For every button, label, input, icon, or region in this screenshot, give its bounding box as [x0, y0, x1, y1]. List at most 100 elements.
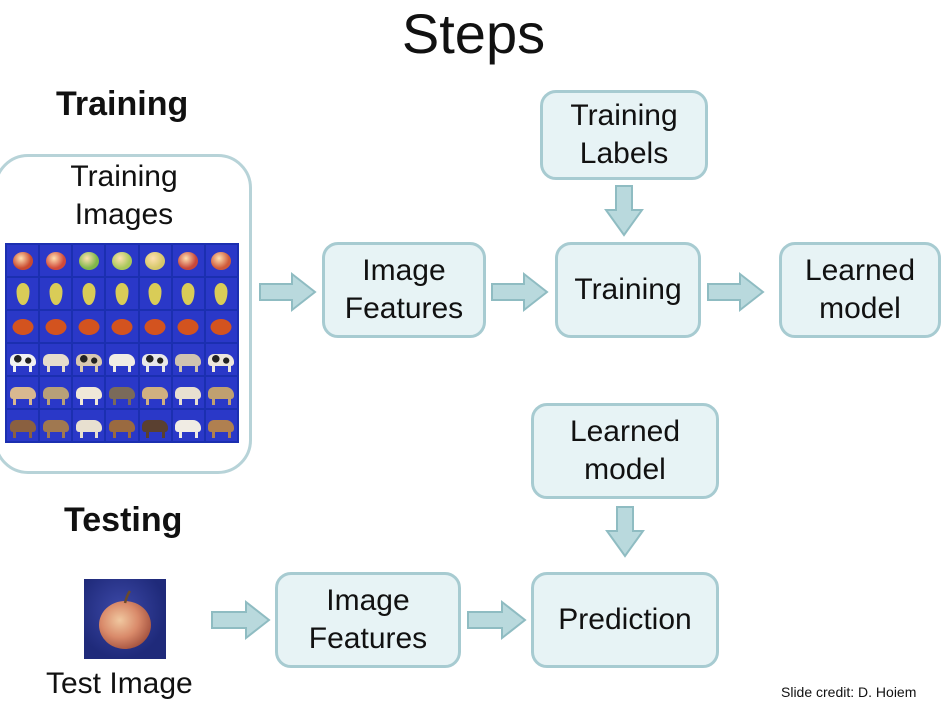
- dog-icon: [208, 386, 235, 405]
- leg-shape: [194, 364, 198, 372]
- training-image-thumbnail: [7, 344, 39, 375]
- cow-icon: [75, 353, 102, 372]
- tomato-icon: [78, 318, 100, 335]
- apple-icon: [178, 251, 199, 270]
- train-image-features-box: Image Features: [322, 242, 486, 338]
- training-image-thumbnail: [205, 410, 237, 441]
- leg-shape: [29, 364, 33, 372]
- tomato-icon: [12, 318, 34, 335]
- learned-model-box-test: Learned model: [531, 403, 719, 499]
- leg-shape: [62, 364, 66, 372]
- cow-icon: [175, 353, 202, 372]
- apple-icon: [78, 251, 99, 270]
- leg-shape: [13, 397, 17, 405]
- training-heading: Training: [56, 85, 189, 123]
- leg-shape: [112, 397, 116, 405]
- leg-shape: [194, 397, 198, 405]
- tomato-icon: [45, 318, 67, 335]
- horse-icon: [108, 419, 135, 438]
- pear-icon: [181, 282, 195, 305]
- horse-icon: [9, 419, 36, 438]
- training-image-thumbnail: [172, 245, 204, 276]
- dog-icon: [9, 386, 36, 405]
- leg-shape: [79, 430, 83, 438]
- slide-title: Steps: [401, 2, 546, 65]
- training-image-thumbnail: [106, 245, 138, 276]
- cow-icon: [108, 353, 135, 372]
- training-box: Training: [555, 242, 701, 338]
- training-image-thumbnail: [73, 344, 105, 375]
- pear-icon: [49, 282, 63, 305]
- leg-shape: [95, 430, 99, 438]
- training-image-thumbnail: [7, 377, 39, 408]
- leg-shape: [79, 397, 83, 405]
- apple-icon: [111, 251, 132, 270]
- pear-icon: [214, 282, 228, 305]
- apple-icon: [211, 251, 232, 270]
- leg-shape: [46, 430, 50, 438]
- leg-shape: [227, 364, 231, 372]
- arrow-right-icon: [491, 271, 549, 313]
- leg-shape: [128, 397, 132, 405]
- apple-icon: [45, 251, 66, 270]
- training-image-thumbnail: [172, 344, 204, 375]
- training-image-thumbnail: [139, 344, 171, 375]
- training-image-thumbnail: [73, 311, 105, 342]
- leg-shape: [62, 430, 66, 438]
- arrow-right-icon: [259, 271, 317, 313]
- cow-icon: [42, 353, 69, 372]
- dog-icon: [75, 386, 102, 405]
- leg-shape: [179, 430, 183, 438]
- training-image-thumbnail: [139, 245, 171, 276]
- leg-shape: [146, 397, 150, 405]
- pear-icon: [148, 282, 162, 305]
- training-image-thumbnail: [7, 311, 39, 342]
- training-image-thumbnail: [73, 278, 105, 309]
- apple-icon: [12, 251, 33, 270]
- training-images-label: Training Images: [70, 160, 178, 231]
- dog-icon: [42, 386, 69, 405]
- leg-shape: [212, 397, 216, 405]
- training-image-thumbnail: [139, 311, 171, 342]
- leg-shape: [161, 364, 165, 372]
- training-image-thumbnail: [73, 410, 105, 441]
- cow-icon: [142, 353, 169, 372]
- training-image-thumbnail: [40, 278, 72, 309]
- leg-shape: [194, 430, 198, 438]
- tomato-icon: [144, 318, 166, 335]
- training-image-thumbnail: [106, 311, 138, 342]
- arrow-right-icon: [707, 271, 765, 313]
- leg-shape: [62, 397, 66, 405]
- training-image-thumbnail: [205, 344, 237, 375]
- leg-shape: [227, 397, 231, 405]
- leg-shape: [46, 397, 50, 405]
- tomato-icon: [111, 318, 133, 335]
- training-image-thumbnail: [40, 311, 72, 342]
- arrow-right-icon: [211, 599, 271, 641]
- arrow-right-icon: [467, 599, 527, 641]
- horse-icon: [75, 419, 102, 438]
- arrow-down-icon: [605, 506, 645, 558]
- training-image-thumbnail: [205, 311, 237, 342]
- dog-icon: [142, 386, 169, 405]
- leg-shape: [146, 430, 150, 438]
- tomato-icon: [177, 318, 199, 335]
- training-images-grid: [5, 243, 239, 443]
- horse-icon: [142, 419, 169, 438]
- tomato-icon: [210, 318, 232, 335]
- dog-icon: [108, 386, 135, 405]
- leg-shape: [112, 364, 116, 372]
- leg-shape: [13, 430, 17, 438]
- leg-shape: [29, 397, 33, 405]
- horse-icon: [208, 419, 235, 438]
- leg-shape: [13, 364, 17, 372]
- training-image-thumbnail: [106, 344, 138, 375]
- prediction-box: Prediction: [531, 572, 719, 668]
- leg-shape: [95, 397, 99, 405]
- pear-icon: [82, 282, 96, 305]
- training-image-thumbnail: [106, 278, 138, 309]
- training-image-thumbnail: [40, 344, 72, 375]
- apple-icon: [99, 590, 151, 649]
- test-image: [84, 579, 166, 659]
- training-image-thumbnail: [73, 245, 105, 276]
